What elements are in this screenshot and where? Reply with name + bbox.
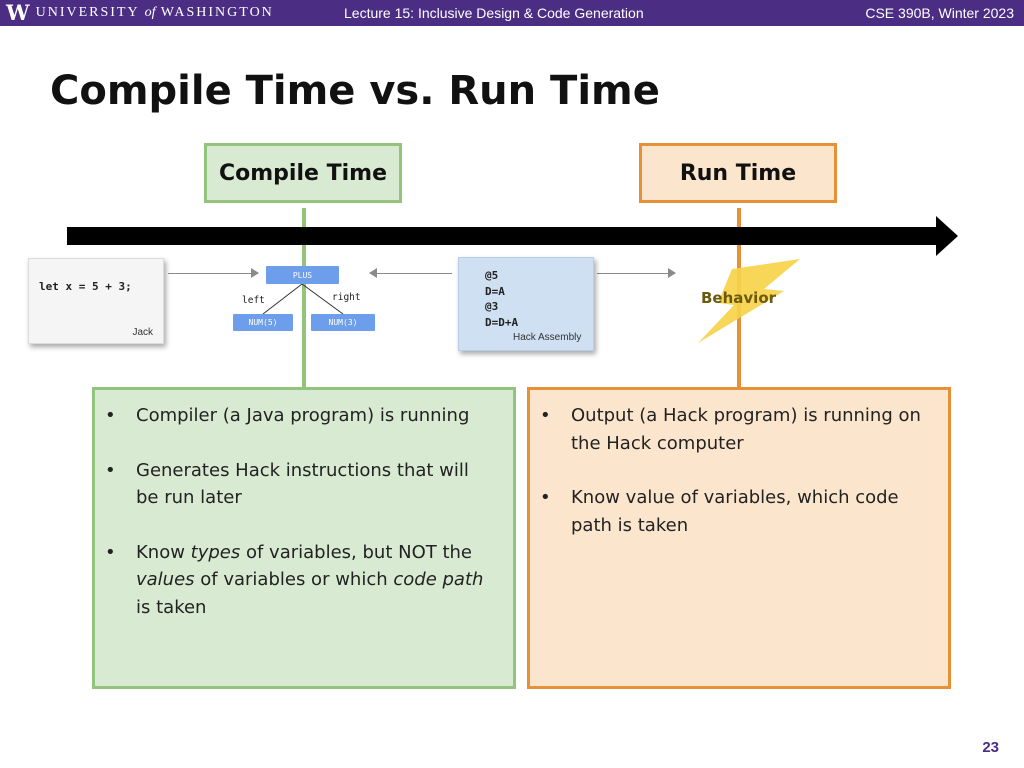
tree-edge-right [301,283,344,315]
lecture-title: Lecture 15: Inclusive Design & Code Gene… [344,5,644,21]
tree-node-num3: NUM(3) [311,314,375,331]
list-item: Output (a Hack program) is running on th… [530,402,931,457]
uw-wordmark: UNIVERSITY of WASHINGTON [35,5,274,20]
tree-node-plus: PLUS [266,266,339,284]
lightning-bolt-icon [698,259,800,343]
run-bullet-list: Output (a Hack program) is running on th… [530,402,931,566]
slide-title: Compile Time vs. Run Time [50,68,660,114]
run-time-label: Run Time [639,143,837,203]
compile-time-label: Compile Time [204,143,402,203]
arrow-left-icon [369,268,377,278]
timeline-arrow [67,227,939,245]
timeline-arrow-head-icon [936,216,958,256]
behavior-label: Behavior [701,289,777,307]
compile-time-panel: Compiler (a Java program) is running Gen… [92,387,516,689]
flow-arrow-hack-to-tree [369,268,452,278]
run-time-panel: Output (a Hack program) is running on th… [527,387,951,689]
jack-code: let x = 5 + 3; [39,280,132,293]
course-label: CSE 390B, Winter 2023 [865,5,1014,21]
hack-assembly-card: @5 D=A @3 D=D+A Hack Assembly [458,257,594,351]
hack-line: @3 [485,300,499,313]
flow-arrow-hack-to-behavior [597,268,676,278]
tree-edge-label-right: right [332,292,361,303]
hack-caption: Hack Assembly [513,332,582,343]
hack-code: @5 D=A @3 D=D+A [485,268,518,330]
arrow-right-icon [668,268,676,278]
list-item: Know value of variables, which code path… [530,484,931,539]
page-number: 23 [982,739,999,756]
jack-caption: Jack [132,327,153,338]
hack-line: D=A [485,284,505,298]
list-item: Know types of variables, but NOT the val… [95,539,496,622]
jack-code-card: let x = 5 + 3; Jack [28,258,164,344]
hack-line: D=D+A [485,315,519,329]
compile-bullet-list: Compiler (a Java program) is running Gen… [95,402,496,648]
tree-node-num5: NUM(5) [233,314,293,331]
compile-time-line [302,208,306,388]
tree-edge-left [262,283,303,315]
hack-line: @5 [485,269,499,282]
list-item: Generates Hack instructions that will be… [95,457,496,512]
arrow-right-icon [251,268,259,278]
header-bar: W UNIVERSITY of WASHINGTON Lecture 15: I… [0,0,1024,26]
list-item: Compiler (a Java program) is running [95,402,496,430]
uw-w-logo-icon: W [6,0,30,25]
uw-logo: W UNIVERSITY of WASHINGTON [6,2,274,24]
tree-edge-label-left: left [242,295,265,306]
flow-arrow-jack-to-tree [168,268,259,278]
